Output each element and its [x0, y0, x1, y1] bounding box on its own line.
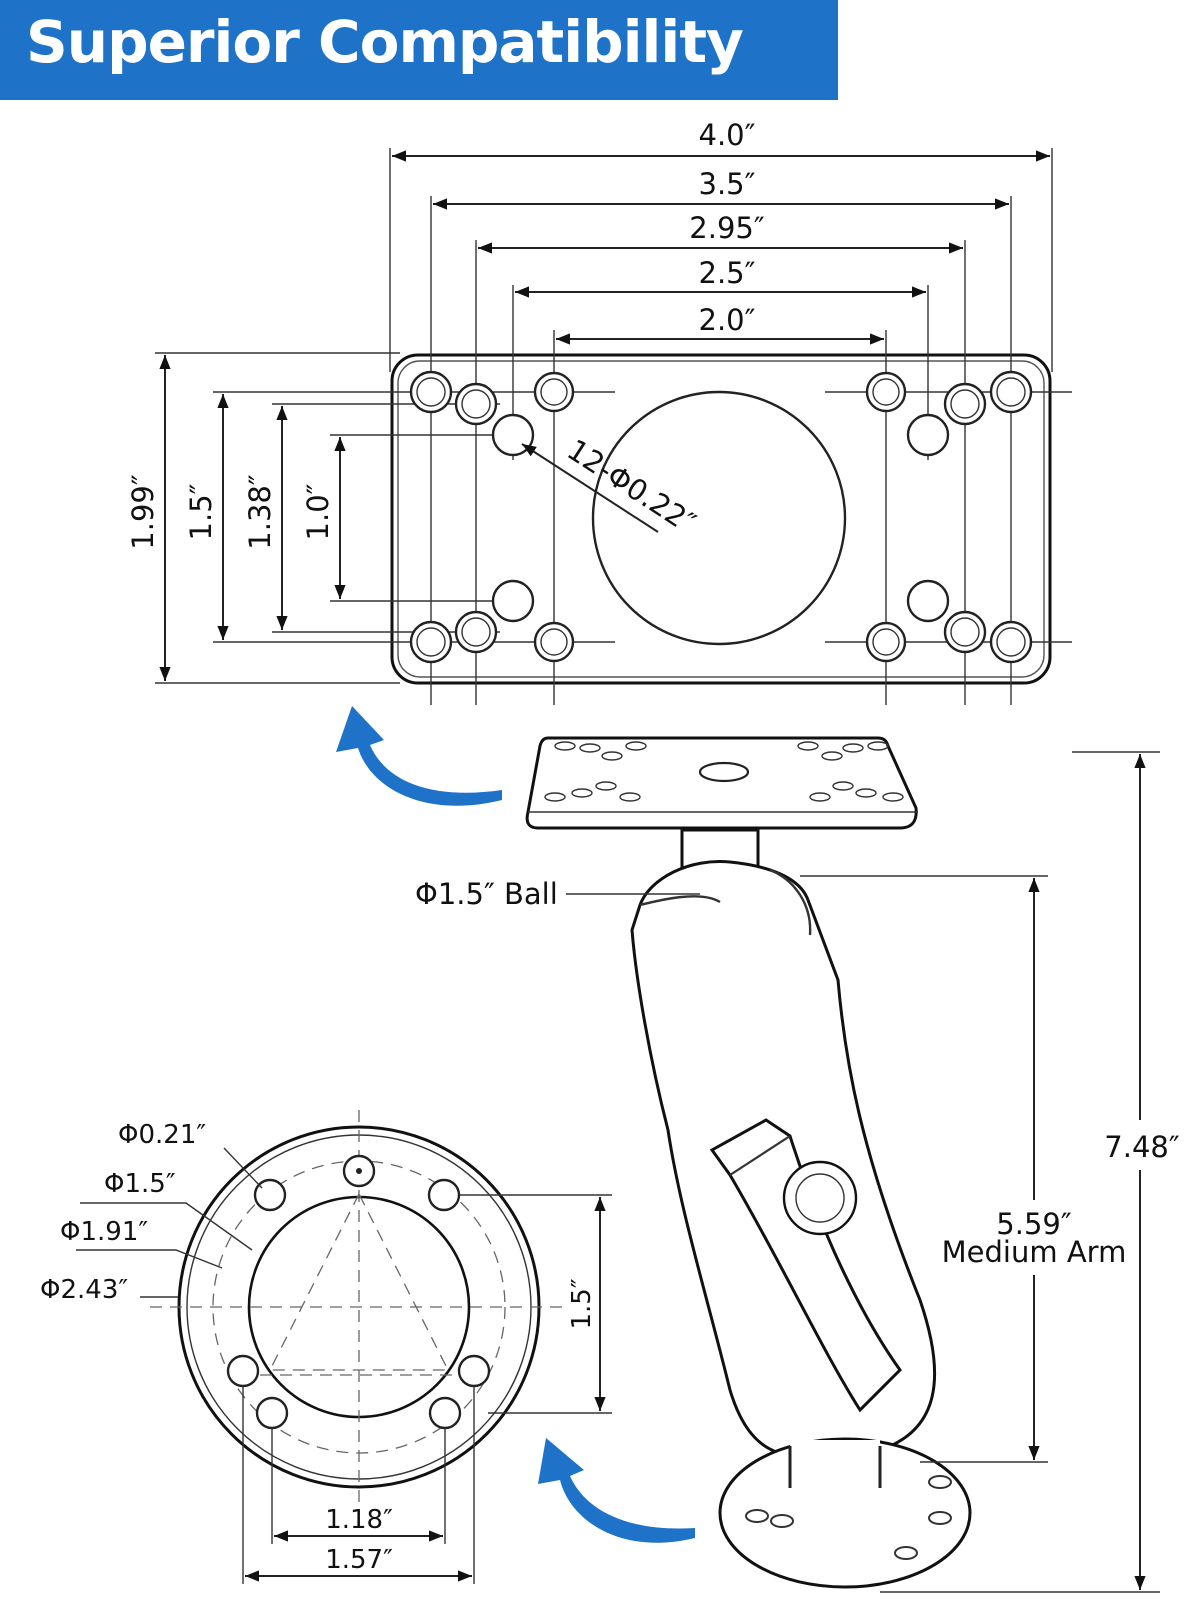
- plate-hole: [491, 413, 535, 457]
- base-hole: [428, 1396, 462, 1430]
- page-title: Superior Compatibility: [26, 8, 744, 76]
- base-hole: [457, 1354, 491, 1388]
- dim-label-1.99: 1.99″: [126, 474, 160, 550]
- dim-label-2.0: 2.0″: [699, 303, 756, 337]
- base-dia-3-label: Φ2.43″: [40, 1275, 128, 1305]
- dim-label-4.0: 4.0″: [699, 118, 756, 152]
- base-drawing: Φ0.21″ Φ1.5″ Φ1.91″ Φ2.43″ 1.5″ 1.18″ 1.…: [40, 1110, 612, 1584]
- title-banner: Superior Compatibility: [0, 0, 838, 100]
- base-spacing-1-label: 1.18″: [325, 1505, 393, 1535]
- plate-hole: [906, 413, 950, 457]
- dim-label-1.0: 1.0″: [301, 483, 335, 540]
- dim-label-2.95: 2.95″: [689, 211, 765, 245]
- mount-knob: [782, 1160, 858, 1236]
- base-hole: [226, 1354, 260, 1388]
- total-height-label: 7.48″: [1104, 1130, 1180, 1164]
- base-hole-dia-label: Φ0.21″: [118, 1120, 206, 1150]
- hole-leader: [521, 443, 659, 533]
- dim-label-1.5: 1.5″: [184, 483, 218, 540]
- dim-label-1.38: 1.38″: [243, 474, 277, 550]
- mount-top-plate: [525, 736, 918, 830]
- arm-name-label: Medium Arm: [942, 1235, 1127, 1269]
- blue-arrow-bottom: [538, 1438, 695, 1543]
- dim-label-3.5: 3.5″: [699, 167, 756, 201]
- base-spacing-2-label: 1.57″: [325, 1545, 393, 1575]
- mount-assembly: Φ1.5″ Ball 7.48″ 5.59″ Medium Arm: [415, 736, 1180, 1593]
- ball-label: Φ1.5″ Ball: [415, 877, 558, 911]
- base-hole: [427, 1178, 461, 1212]
- base-hole: [255, 1396, 289, 1430]
- base-dia-2-label: Φ1.91″: [60, 1217, 148, 1247]
- plate-hole: [491, 579, 535, 623]
- blue-arrow-top: [336, 706, 502, 806]
- dim-label-2.5: 2.5″: [699, 256, 756, 290]
- plate-center-hole: [591, 390, 847, 646]
- arm-length-label: 5.59″: [996, 1207, 1072, 1241]
- plate-drawing: 4.0″ 3.5″ 2.95″ 2.5″ 2.0″ 1.99″ 1.5″ 1.3…: [126, 118, 1072, 705]
- mount-base: [718, 1437, 972, 1589]
- plate-hole: [906, 579, 950, 623]
- base-dia-1-label: Φ1.5″: [104, 1169, 176, 1199]
- base-vertical-label: 1.5″: [567, 1278, 597, 1329]
- base-hole: [253, 1178, 287, 1212]
